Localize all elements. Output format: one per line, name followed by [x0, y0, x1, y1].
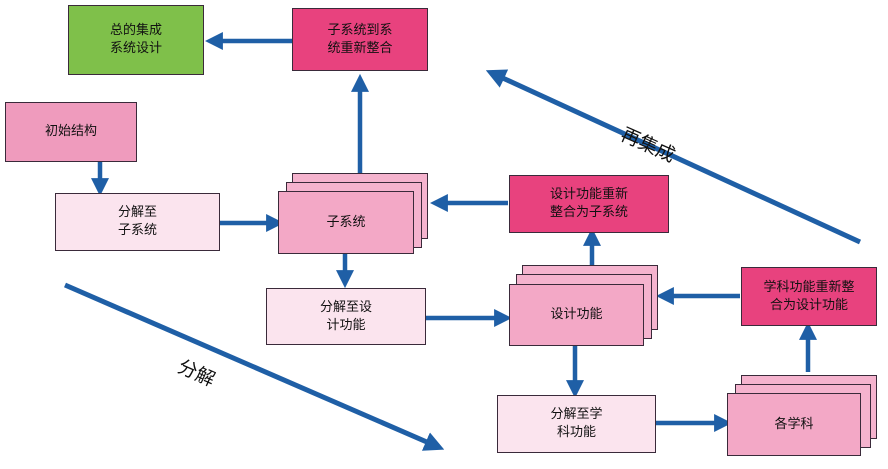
- node-decompose-discipline: 分解至学 科功能: [497, 395, 656, 453]
- diagonal-reintegrate-arrow: [485, 69, 862, 245]
- node-design-function: 设计功能: [509, 284, 644, 346]
- node-subsystem: 子系统: [278, 191, 414, 254]
- node-function-reintegrate: 设计功能重新 整合为子系统: [509, 175, 669, 233]
- node-decompose-function: 分解至设 计功能: [266, 288, 426, 345]
- node-decompose-subsystem: 分解至 子系统: [55, 193, 220, 251]
- node-subsystem-reintegrate: 子系统到系 统重新整合: [292, 8, 428, 71]
- node-initial-structure: 初始结构: [5, 102, 137, 162]
- node-discipline-reintegrate: 学科功能重新整 合为设计功能: [741, 267, 877, 326]
- node-overall-design: 总的集成 系统设计: [68, 5, 204, 75]
- node-disciplines: 各学科: [727, 393, 861, 456]
- diagonal-decompose-arrow: [64, 282, 445, 451]
